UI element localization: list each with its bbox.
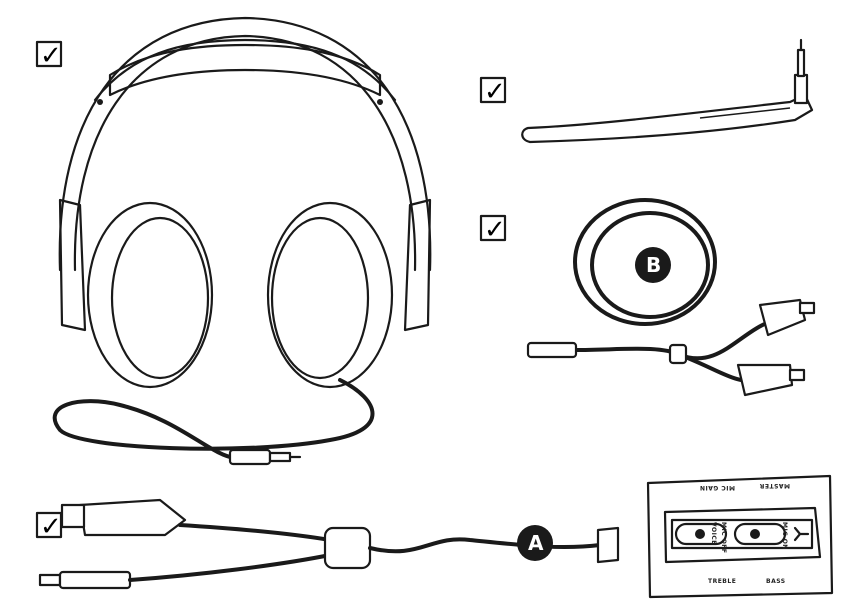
- bass-label: BASS: [766, 578, 786, 585]
- checkbox-headset: ✓: [35, 40, 63, 71]
- marker-a-badge: [517, 525, 553, 561]
- headset-illustration: [52, 16, 432, 466]
- checkbox-splitter: ✓: [479, 214, 507, 245]
- checkbox-usb-cable: ✓: [35, 511, 63, 542]
- check-icon: ✓: [484, 77, 506, 107]
- marker-b-label: B: [646, 253, 661, 277]
- marker-a-label: A: [528, 531, 544, 555]
- usb-cable-illustration: A: [38, 498, 620, 590]
- check-icon: ✓: [484, 215, 506, 245]
- mic-gain-label: MIC GAIN: [699, 484, 735, 491]
- check-icon: ✓: [40, 512, 62, 542]
- voice-label: VOICE: [710, 522, 717, 545]
- audio-controller: [646, 474, 834, 599]
- splitter-cable-illustration: B: [526, 198, 816, 397]
- marker-b-badge: [635, 247, 671, 283]
- mic-off-label: MIC OFF: [720, 522, 727, 554]
- checkbox-boom-mic: ✓: [479, 76, 507, 107]
- mic-on-label: MIC ON: [781, 522, 788, 550]
- boom-mic-illustration: [521, 38, 814, 144]
- check-icon: ✓: [40, 41, 62, 71]
- treble-label: TREBLE: [708, 578, 736, 585]
- master-label: MASTER: [759, 482, 790, 489]
